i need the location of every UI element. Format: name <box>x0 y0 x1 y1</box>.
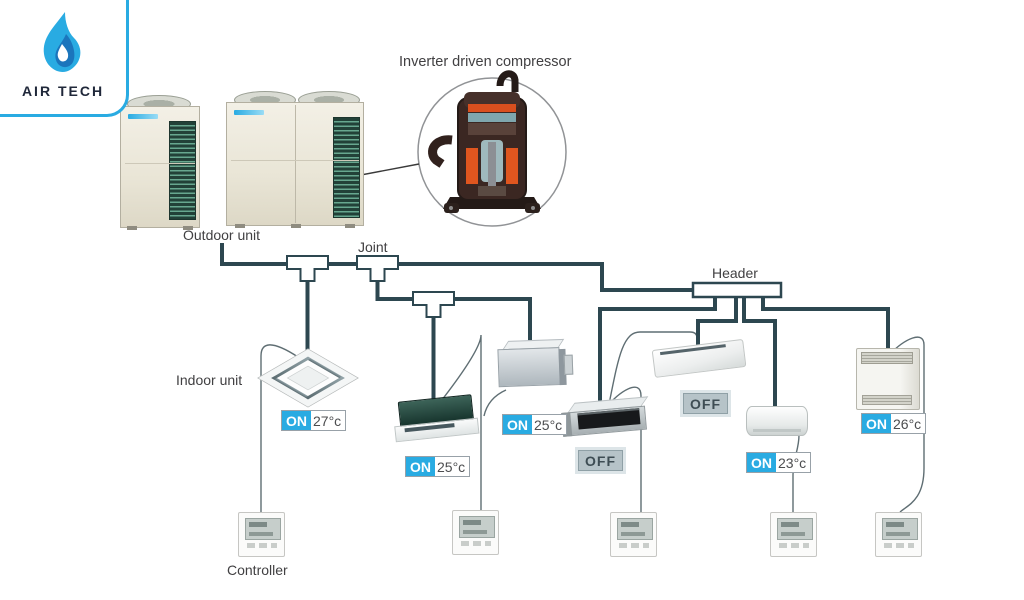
outdoor-unit-label: Outdoor unit <box>183 227 261 243</box>
unit-foot <box>235 224 245 228</box>
on-indicator: ON <box>747 453 776 472</box>
unit-body <box>651 338 747 378</box>
branch-joints <box>286 255 783 318</box>
controller-buttons <box>247 543 277 548</box>
controller-buttons <box>779 543 809 548</box>
indoor-unit-1way-cassette <box>392 392 481 452</box>
indoor-unit-label: Indoor unit <box>176 372 243 388</box>
mount-bracket <box>563 354 574 375</box>
outdoor-unit-cabinet <box>120 106 200 230</box>
unit-front-face <box>497 347 561 388</box>
setpoint-temp: 23°c <box>778 454 807 471</box>
header-fitting <box>691 281 783 299</box>
unit-foot <box>127 226 137 230</box>
controller-screen <box>245 518 281 540</box>
setpoint-temp: 25°c <box>437 458 466 475</box>
compressor-label: Inverter driven compressor <box>399 54 572 70</box>
side-coil-grille <box>333 117 360 218</box>
indoor-unit-floor-standing <box>856 348 920 410</box>
unit-foot <box>183 226 193 230</box>
brand-sticker <box>128 114 158 119</box>
controller-screen <box>777 518 813 540</box>
indoor-unit-4way-cassette <box>257 346 359 410</box>
controller-2 <box>452 510 499 555</box>
controller-4 <box>770 512 817 557</box>
setpoint-temp: 26°c <box>893 415 922 432</box>
controller-screen <box>459 516 495 538</box>
setpoint-temp: 25°c <box>534 416 563 433</box>
controller-1 <box>238 512 285 557</box>
controller-buttons <box>619 543 649 548</box>
cabinet-seam <box>295 105 296 223</box>
side-coil-grille <box>169 121 196 220</box>
indoor-unit-wall-mounted <box>746 406 808 436</box>
unit-foot <box>345 224 355 228</box>
joint-tee-1 <box>286 255 329 282</box>
controller-5 <box>875 512 922 557</box>
header-label: Header <box>712 265 758 281</box>
status-badge-unit-4: OFF <box>578 450 623 471</box>
setpoint-temp: 27°c <box>313 412 342 429</box>
controller-3 <box>610 512 657 557</box>
outdoor-unit-module-1 <box>120 95 200 230</box>
controller-screen <box>882 518 918 540</box>
unit-body <box>746 406 808 436</box>
off-indicator: OFF <box>690 395 721 412</box>
outdoor-unit-cabinet <box>226 102 364 228</box>
controller-buttons <box>461 541 491 546</box>
unit-foot <box>291 224 301 228</box>
controller-buttons <box>884 543 914 548</box>
indoor-unit-slim-duct <box>560 396 653 444</box>
joint-tee-2 <box>356 255 399 282</box>
cassette-panel <box>257 348 359 408</box>
indoor-unit-concealed-duct <box>497 338 574 393</box>
compressor-illustration <box>428 70 541 213</box>
joint-tee-3 <box>412 291 455 318</box>
refrigerant-pipes <box>220 243 890 411</box>
on-indicator: ON <box>503 415 532 434</box>
status-badge-unit-5: OFF <box>683 393 728 414</box>
controller-label: Controller <box>227 562 288 578</box>
on-indicator: ON <box>862 414 891 433</box>
controller-screen <box>617 518 653 540</box>
on-indicator: ON <box>406 457 435 476</box>
brand-sticker <box>234 110 264 115</box>
indoor-unit-ceiling-suspended <box>651 332 755 400</box>
off-indicator: OFF <box>585 452 616 469</box>
brand-name: AIR TECH <box>21 83 105 99</box>
joint-label: Joint <box>358 239 388 255</box>
airtech-logo: AIR TECH <box>0 0 129 117</box>
flame-icon <box>43 12 81 73</box>
top-vent <box>861 352 913 364</box>
on-indicator: ON <box>282 411 311 430</box>
outdoor-unit-module-2 <box>226 91 364 228</box>
bottom-vent <box>862 395 912 405</box>
